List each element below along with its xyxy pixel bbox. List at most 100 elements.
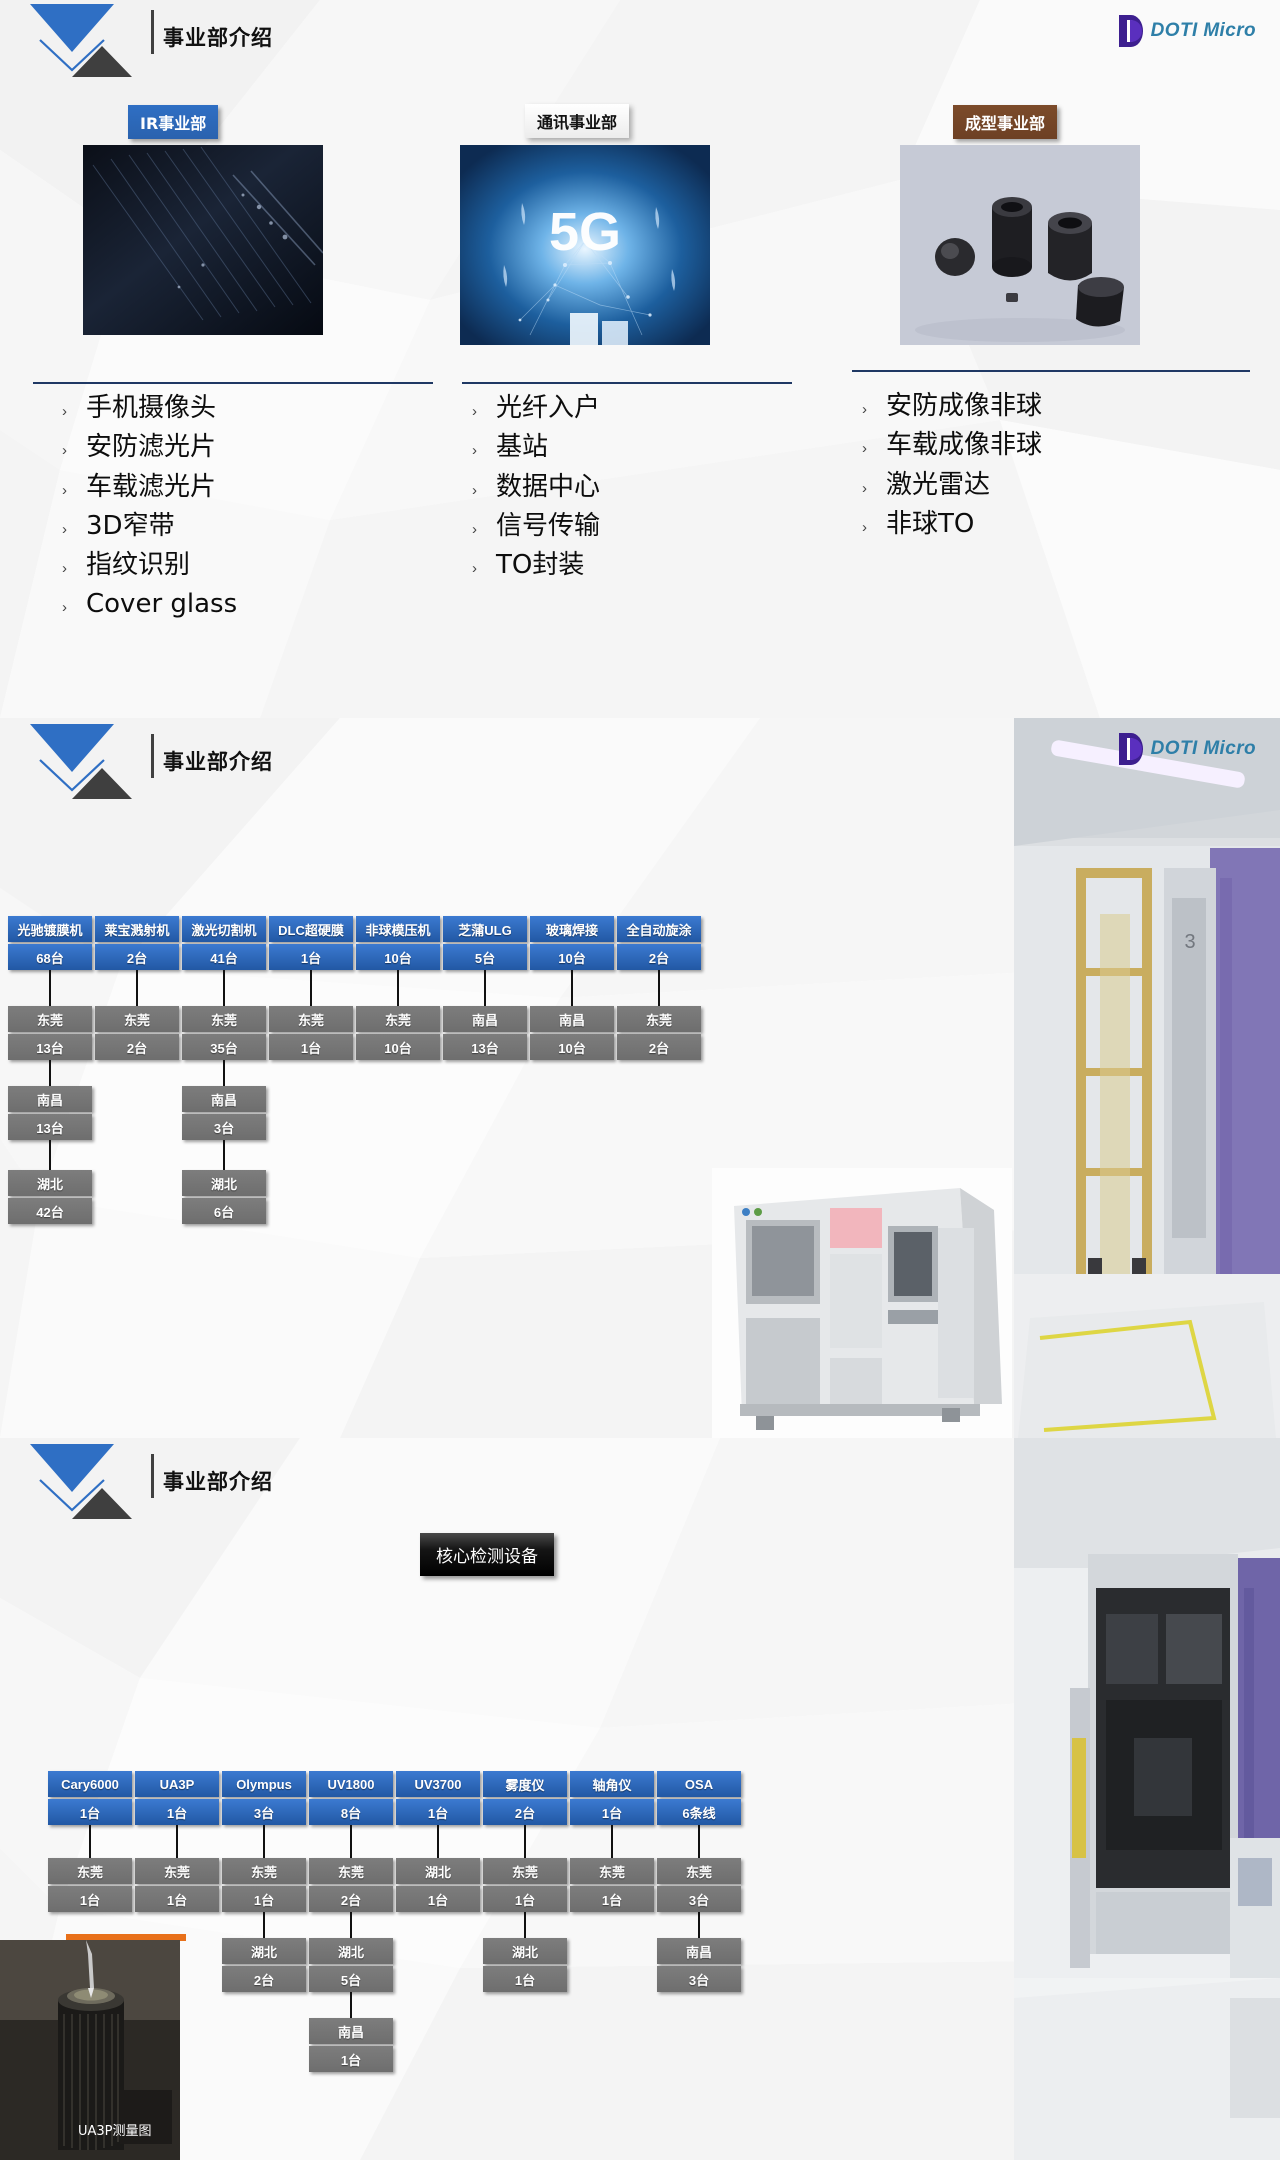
site-name-box: 东莞 bbox=[309, 1858, 393, 1884]
ir-optical-filter-photo bbox=[83, 145, 323, 335]
connector-line bbox=[397, 970, 399, 1006]
list-item: ›信号传输 bbox=[472, 510, 601, 541]
site-qty-box: 1台 bbox=[222, 1886, 306, 1912]
site-name-box: 南昌 bbox=[530, 1006, 614, 1032]
site-name-box: 东莞 bbox=[222, 1858, 306, 1884]
connector-line bbox=[176, 1825, 178, 1858]
site-name-box: 东莞 bbox=[135, 1858, 219, 1884]
chevron-right-icon: › bbox=[472, 560, 477, 578]
list-item: ›数据中心 bbox=[472, 471, 601, 502]
site-name-box: 南昌 bbox=[443, 1006, 527, 1032]
header-triangle-icon bbox=[72, 46, 132, 77]
connector-line bbox=[698, 1912, 700, 1938]
equipment-total-box: 2台 bbox=[617, 944, 701, 970]
site-qty-box: 2台 bbox=[95, 1034, 179, 1060]
photo-accent-bar bbox=[66, 1934, 186, 1941]
photo-caption-ua3p: UA3P测量图 bbox=[78, 2124, 152, 2139]
site-qty-box: 10台 bbox=[530, 1034, 614, 1060]
bullet-list-ir: ›手机摄像头 ›安防滤光片 ›车载滤光片 ›3D窄带 ›指纹识别 ›Cover … bbox=[62, 392, 442, 628]
site-qty-box: 1台 bbox=[483, 1966, 567, 1992]
site-qty-box: 6台 bbox=[182, 1198, 266, 1224]
equipment-total-box: 2台 bbox=[483, 1799, 567, 1825]
connector-line bbox=[350, 1992, 352, 2018]
cleanroom-coating-line-photo-body: 3 bbox=[1014, 718, 1280, 1438]
list-item: ›安防滤光片 bbox=[62, 432, 217, 463]
equipment-name-box: UV3700 bbox=[396, 1771, 480, 1797]
equipment-name-box: UV1800 bbox=[309, 1771, 393, 1797]
logo-text: DOTI Micro bbox=[1150, 738, 1256, 759]
svg-text:5G: 5G bbox=[549, 202, 621, 262]
page-title: 事业部介绍 bbox=[163, 25, 273, 50]
5g-network-photo: 5G bbox=[460, 145, 710, 345]
connector-line bbox=[49, 970, 51, 1006]
header-divider bbox=[151, 1454, 154, 1498]
site-qty-box: 2台 bbox=[222, 1966, 306, 1992]
list-item: ›车载滤光片 bbox=[62, 471, 217, 502]
logo: DOTI Micro bbox=[1118, 732, 1256, 766]
site-name-box: 东莞 bbox=[657, 1858, 741, 1884]
site-qty-box: 1台 bbox=[396, 1886, 480, 1912]
connector-line bbox=[350, 1825, 352, 1858]
site-name-box: 东莞 bbox=[356, 1006, 440, 1032]
connector-line bbox=[223, 1140, 225, 1170]
equipment-name-box: 玻璃焊接 bbox=[530, 916, 614, 942]
equipment-name-box: 全自动旋涂 bbox=[617, 916, 701, 942]
connector-line bbox=[223, 1060, 225, 1086]
list-item: ›Cover glass bbox=[62, 589, 238, 620]
section-tag-core-inspection: 核心检测设备 bbox=[420, 1533, 554, 1576]
equipment-total-box: 1台 bbox=[570, 1799, 654, 1825]
connector-line bbox=[49, 1060, 51, 1086]
equipment-total-box: 1台 bbox=[48, 1799, 132, 1825]
equipment-name-box: 莱宝溅射机 bbox=[95, 916, 179, 942]
list-item: ›3D窄带 bbox=[62, 510, 175, 541]
site-name-box: 东莞 bbox=[48, 1858, 132, 1884]
site-qty-box: 10台 bbox=[356, 1034, 440, 1060]
site-qty-box: 1台 bbox=[309, 2046, 393, 2072]
site-qty-box: 1台 bbox=[570, 1886, 654, 1912]
connector-line bbox=[698, 1825, 700, 1858]
site-qty-box: 2台 bbox=[309, 1886, 393, 1912]
list-item: ›非球TO bbox=[862, 508, 975, 539]
chevron-right-icon: › bbox=[472, 481, 477, 499]
header-divider bbox=[151, 10, 154, 54]
equipment-total-box: 1台 bbox=[135, 1799, 219, 1825]
site-qty-box: 35台 bbox=[182, 1034, 266, 1060]
site-qty-box: 13台 bbox=[8, 1114, 92, 1140]
svg-text:3: 3 bbox=[1184, 931, 1195, 953]
equipment-name-box: Cary6000 bbox=[48, 1771, 132, 1797]
coating-machine-photo bbox=[712, 1168, 1012, 1438]
site-qty-box: 3台 bbox=[657, 1886, 741, 1912]
doti-logo-icon bbox=[1118, 733, 1143, 765]
connector-line bbox=[223, 970, 225, 1006]
page-title: 事业部介绍 bbox=[163, 749, 273, 774]
slide-production-equipment: 事业部介绍 3 bbox=[0, 718, 1280, 1438]
connector-line bbox=[49, 1140, 51, 1170]
equipment-total-box: 8台 bbox=[309, 1799, 393, 1825]
equipment-name-box: OSA bbox=[657, 1771, 741, 1797]
chevron-right-icon: › bbox=[62, 481, 67, 499]
chevron-right-icon: › bbox=[862, 401, 867, 418]
chevron-right-icon: › bbox=[472, 442, 477, 460]
division-caption-comm: 通讯事业部 bbox=[525, 104, 630, 138]
header-triangle-icon bbox=[72, 768, 132, 799]
bullet-list-comm: ›光纤入户 ›基站 ›数据中心 ›信号传输 ›TO封装 bbox=[472, 392, 802, 588]
connector-line bbox=[571, 970, 573, 1006]
site-qty-box: 1台 bbox=[48, 1886, 132, 1912]
list-item: ›基站 bbox=[472, 432, 549, 463]
connector-line bbox=[263, 1825, 265, 1858]
column-divider-2 bbox=[462, 382, 792, 384]
site-name-box: 东莞 bbox=[182, 1006, 266, 1032]
site-qty-box: 2台 bbox=[617, 1034, 701, 1060]
equipment-total-box: 68台 bbox=[8, 944, 92, 970]
equipment-name-box: UA3P bbox=[135, 1771, 219, 1797]
equipment-total-box: 6条线 bbox=[657, 1799, 741, 1825]
equipment-name-box: 激光切割机 bbox=[182, 916, 266, 942]
connector-line bbox=[658, 970, 660, 1006]
connector-line bbox=[263, 1912, 265, 1938]
measuring-instrument-room-photo bbox=[1014, 1438, 1280, 2160]
site-qty-box: 1台 bbox=[483, 1886, 567, 1912]
list-item: ›安防成像非球 bbox=[862, 391, 1043, 421]
site-name-box: 湖北 bbox=[309, 1938, 393, 1964]
chevron-right-icon: › bbox=[62, 599, 67, 617]
chevron-right-icon: › bbox=[62, 403, 67, 420]
